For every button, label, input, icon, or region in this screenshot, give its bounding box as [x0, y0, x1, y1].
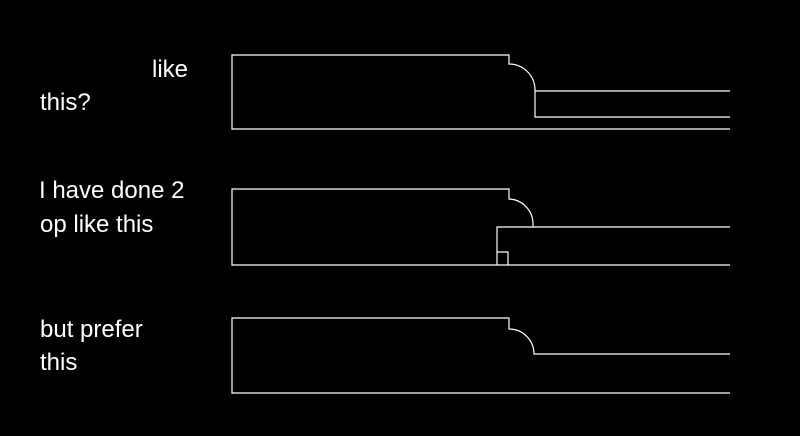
label-this-question: this? [40, 89, 91, 116]
label-but-prefer: but prefer [40, 316, 143, 343]
label-i-have-done-2: I have done 2 [39, 177, 185, 204]
profile-sketch-1 [231, 54, 730, 130]
label-like: like [152, 56, 189, 83]
profile-2-outline [231, 188, 730, 266]
profile-3-outline [231, 317, 730, 394]
profile-sketch-3 [231, 317, 730, 394]
profile-1-outline [231, 54, 730, 130]
profile-sketch-2 [231, 188, 730, 266]
profile-2-pocket [496, 226, 730, 265]
label-this: this [40, 349, 78, 376]
label-op-like-this: op like this [40, 211, 154, 238]
